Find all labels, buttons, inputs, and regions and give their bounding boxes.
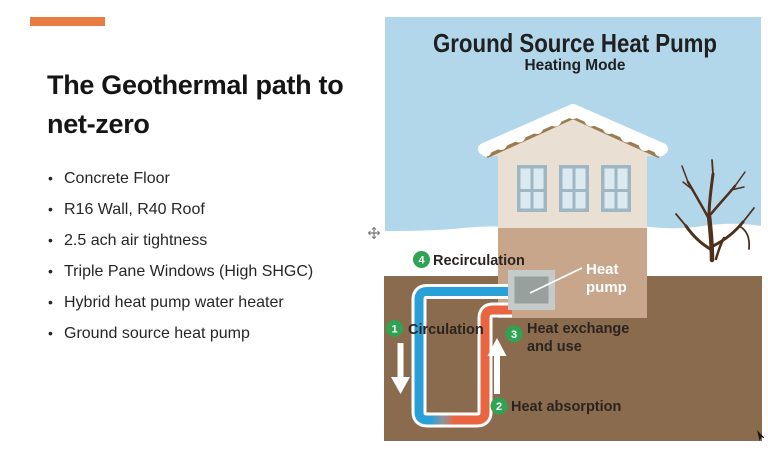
heat-pump-unit	[508, 270, 555, 310]
pipe-hot	[453, 305, 512, 425]
resize-cursor-icon	[368, 227, 380, 239]
step-4-badge	[413, 251, 430, 268]
step-3-number: 3	[511, 329, 517, 341]
pipe-cold	[414, 287, 512, 425]
step-4-number: 4	[418, 255, 425, 267]
diagram-title: Ground Source Heat Pump	[433, 28, 717, 58]
accent-bar	[30, 17, 105, 26]
slide-title: The Geothermal path to net-zero	[47, 66, 377, 144]
heat-pump-label-line1: Heat	[586, 261, 619, 278]
step-3-label-line2: and use	[527, 339, 582, 355]
step-2-badge	[490, 397, 508, 415]
mouse-cursor-icon	[757, 430, 764, 441]
step-1-badge	[386, 320, 403, 337]
window-icon	[601, 165, 631, 212]
diagram-subtitle: Heating Mode	[525, 57, 626, 74]
step-4-label: Recirculation	[433, 253, 525, 269]
tree-icon	[675, 159, 755, 263]
step-3-badge	[505, 325, 523, 343]
flow-arrows	[391, 338, 507, 394]
step-3-label-line1: Heat exchange	[527, 321, 629, 337]
window-icon	[517, 165, 547, 212]
step-3: 3 Heat exchange and use	[505, 321, 629, 355]
heat-pump-callout: Heat pump	[529, 261, 627, 296]
bullet-item: Hybrid heat pump water heater	[48, 287, 378, 318]
step-2-number: 2	[496, 401, 502, 413]
callout-line	[529, 267, 583, 294]
heat-pump-diagram: 1 Circulation 2 Heat absorption 3 Heat e…	[384, 17, 764, 441]
arrow-up-icon	[487, 338, 507, 394]
step-1-label: Circulation	[408, 322, 484, 338]
roof-snow	[478, 104, 668, 157]
heat-pump-label-line2: pump	[586, 279, 627, 296]
slide-title-line2: net-zero	[47, 109, 150, 139]
slide-title-line1: The Geothermal path to	[47, 70, 344, 100]
pipe-loop	[411, 284, 512, 428]
bullet-list: Concrete Floor R16 Wall, R40 Roof 2.5 ac…	[48, 163, 378, 349]
house-gable	[484, 115, 662, 156]
step-2: 2 Heat absorption	[490, 397, 621, 415]
bullet-item: Ground source heat pump	[48, 318, 378, 349]
arrow-down-icon	[391, 343, 410, 394]
step-2-label: Heat absorption	[511, 399, 621, 415]
bullet-item: 2.5 ach air tightness	[48, 225, 378, 256]
step-1: 1 Circulation	[386, 320, 484, 338]
step-1-number: 1	[391, 324, 397, 336]
bullet-item: Triple Pane Windows (High SHGC)	[48, 256, 378, 287]
window-icon	[559, 165, 589, 212]
step-4: 4 Recirculation	[413, 251, 525, 269]
bullet-item: Concrete Floor	[48, 163, 378, 194]
bullet-item: R16 Wall, R40 Roof	[48, 194, 378, 225]
